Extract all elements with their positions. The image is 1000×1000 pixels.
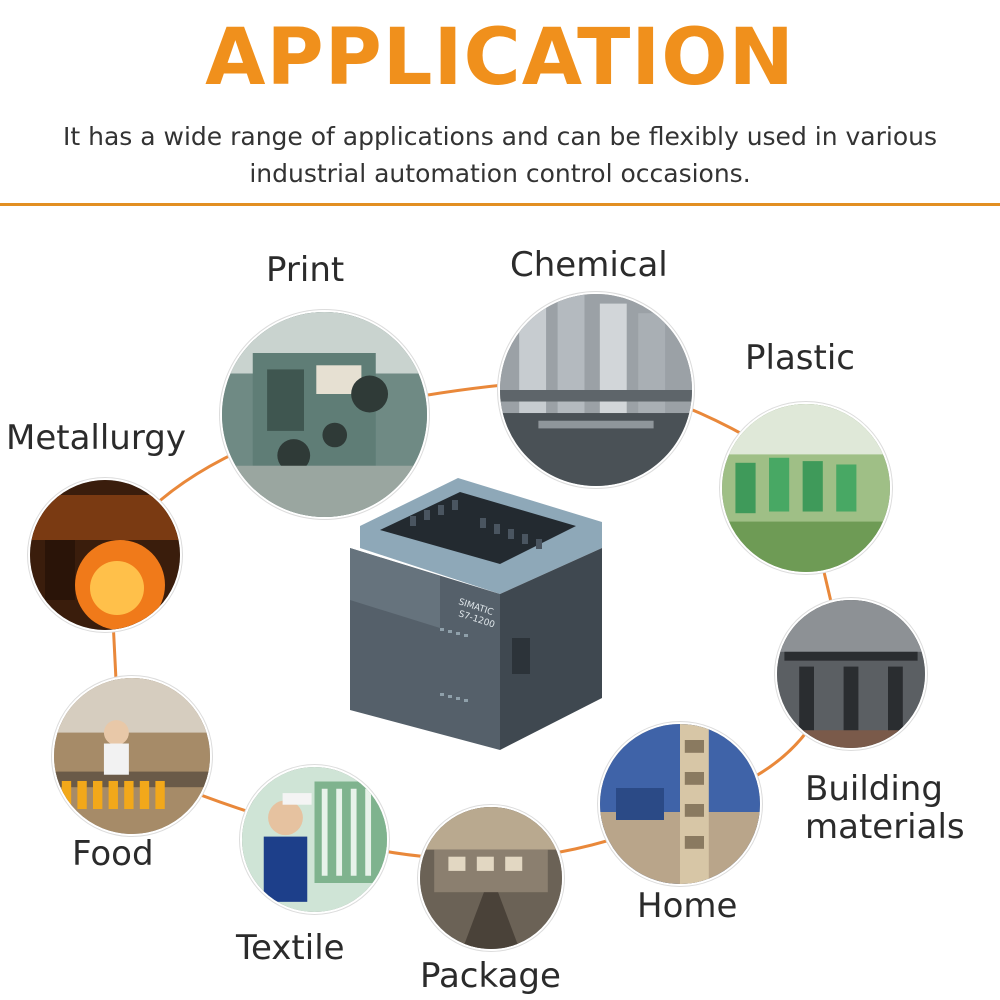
label-package: Package [420,956,561,996]
label-building-materials: Building materials [805,770,975,846]
metallurgy-photo [28,478,182,632]
label-metallurgy: Metallurgy [6,418,186,458]
textile-photo [240,765,389,914]
page-subtitle: It has a wide range of applications and … [20,118,980,192]
plc-device: SIMATIC S7-1200 [350,478,602,750]
label-home: Home [637,886,738,926]
print-photo [220,310,429,519]
label-chemical: Chemical [510,245,668,285]
label-print: Print [266,250,345,290]
package-photo [418,805,564,951]
food-photo [52,676,212,836]
building-photo [775,598,927,750]
header-divider [0,203,1000,206]
label-plastic: Plastic [745,338,855,378]
label-textile: Textile [236,928,345,968]
subtitle-line-2: industrial automation control occasions. [249,159,751,188]
chemical-photo [498,292,694,488]
label-food: Food [72,834,154,874]
plastic-photo [720,402,892,574]
subtitle-line-1: It has a wide range of applications and … [63,122,937,151]
home-photo [598,722,762,886]
page-title: APPLICATION [205,13,795,103]
label-building-line-2: materials [805,807,965,847]
label-building-line-1: Building [805,769,943,809]
